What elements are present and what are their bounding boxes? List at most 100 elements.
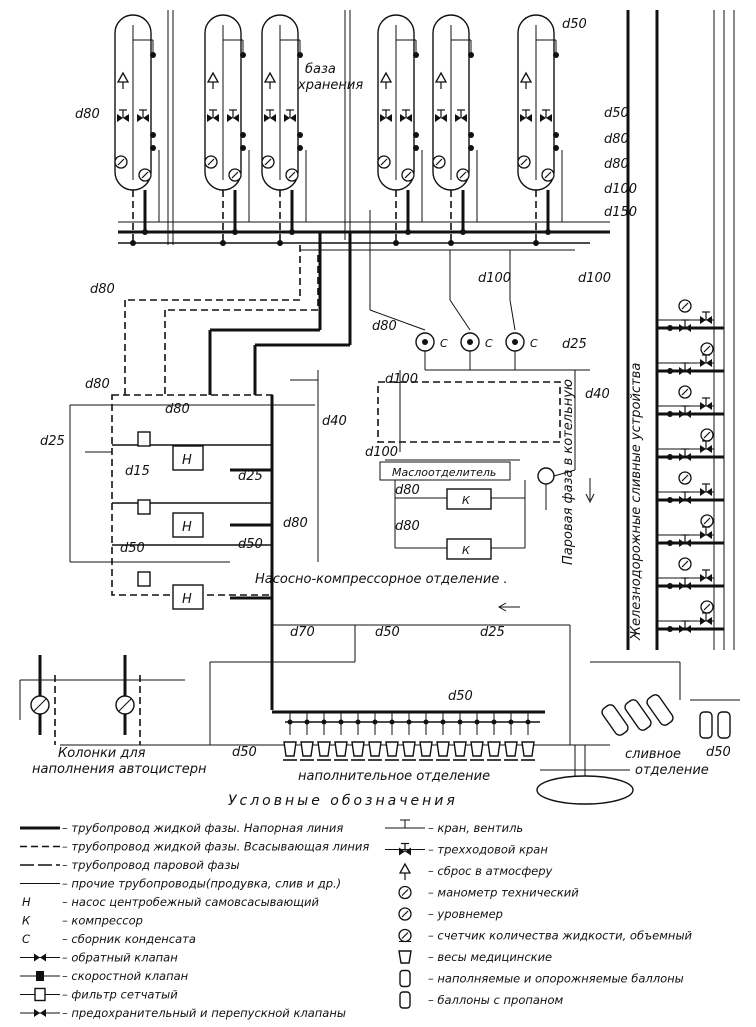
- gauge-icon: [678, 299, 692, 313]
- dia-d80-pump-left: d80: [85, 377, 110, 392]
- gauge-icon: [114, 155, 128, 169]
- dia-d40-right: d40: [585, 387, 610, 402]
- legend: Условные обозначения – трубопровод жидко…: [20, 793, 693, 1020]
- valve-icon: [678, 319, 692, 333]
- legend-item-text: – кран, вентиль: [428, 821, 523, 835]
- legend-item: – наполняемые и опорожняемые баллоны: [399, 969, 684, 988]
- valve-icon: [678, 491, 692, 505]
- compressor-label-1: К: [462, 494, 471, 507]
- storage-tank: [204, 14, 250, 246]
- legend-item: Н– насос центробежный самовсасывающий: [22, 895, 319, 909]
- compressor-block: Маслоотделитель К К: [377, 370, 595, 560]
- pump-label-1: Н: [182, 453, 192, 468]
- dia-d100-lower: d100: [578, 271, 611, 286]
- collector-label-3: С: [530, 337, 538, 350]
- flow-meter-icon: [398, 928, 412, 943]
- legend-item-text: – фильтр сетчатый: [62, 988, 178, 1002]
- valve-icon: [699, 569, 713, 583]
- dia-d25-left: d25: [40, 434, 65, 449]
- legend-item: – прочие трубопроводы(продувка, слив и д…: [20, 877, 341, 891]
- filling-post: [419, 712, 433, 761]
- unload-label-2: отделение: [635, 763, 709, 778]
- rail-unloading-device: [657, 514, 724, 548]
- legend-item-text: – трубопровод жидкой фазы. Всасывающая л…: [62, 840, 369, 854]
- three-way-valve-icon: [398, 842, 412, 857]
- dia-d50-fill: d50: [448, 689, 473, 704]
- oil-separator-label: Маслоотделитель: [392, 466, 496, 479]
- dia-d80-suction: d80: [90, 282, 115, 297]
- legend-item: – счетчик количества жидкости, объемный: [398, 928, 693, 943]
- storage-tank: [432, 14, 478, 246]
- filling-post: [453, 712, 467, 761]
- gauge-icon: [261, 155, 275, 169]
- dia-d40-mid: d40: [322, 414, 347, 429]
- legend-item-text: – баллоны с пропаном: [428, 993, 563, 1007]
- dia-d100-right: d100: [604, 182, 637, 197]
- gauge-icon: [398, 907, 412, 921]
- gauge-icon: [204, 155, 218, 169]
- filling-supply-lines: [60, 602, 681, 746]
- legend-item-text: – компрессор: [62, 914, 143, 928]
- gauge-icon: [678, 385, 692, 399]
- filling-post: [368, 712, 382, 761]
- filling-post: [334, 712, 348, 761]
- legend-item: – сброс в атмосферу: [399, 863, 553, 881]
- legend-item: – скоростной клапан: [20, 969, 189, 983]
- legend-item-text: – трубопровод жидкой фазы. Напорная лини…: [62, 821, 343, 835]
- collector-label-2: С: [485, 337, 493, 350]
- gauge-icon: [678, 557, 692, 571]
- level-gauge-icon: [228, 168, 242, 182]
- legend-item-text: – весы медицинские: [428, 950, 552, 964]
- legend-title: Условные обозначения: [228, 793, 458, 809]
- filling-scales: [283, 712, 535, 761]
- dia-d100-collectors: d100: [478, 271, 511, 286]
- pump-compressor-department: Н Н Н: [69, 370, 319, 710]
- dia-d100-sep: d100: [365, 445, 398, 460]
- rail-unloading-device: [657, 342, 724, 376]
- diameter-labels: d50 d80 d50 d80 d80 d100 d150 d100 d80 d…: [40, 17, 731, 760]
- dia-d50-unload: d50: [706, 745, 731, 760]
- legend-item: – предохранительный и перепускной клапан…: [20, 1006, 346, 1020]
- pump-label-3: Н: [182, 592, 192, 607]
- legend-item: – манометр технический: [398, 886, 579, 900]
- gauge-icon: [432, 155, 446, 169]
- rail-unloading-device: [657, 471, 724, 505]
- legend-item: – трубопровод жидкой фазы. Напорная лини…: [20, 821, 343, 835]
- level-gauge-icon: [285, 168, 299, 182]
- dia-d80-comp1: d80: [395, 483, 420, 498]
- valve-icon: [699, 440, 713, 454]
- dia-d50-pump: d50: [120, 541, 145, 556]
- legend-item: – баллоны с пропаном: [399, 991, 563, 1009]
- dia-d80-pump-mid: d80: [165, 402, 190, 417]
- legend-item: – уровнемер: [398, 907, 503, 921]
- valve-icon: [699, 311, 713, 325]
- dia-d50-columns: d50: [232, 745, 257, 760]
- truck-filling-columns: [19, 655, 185, 745]
- storage-tanks: [114, 10, 563, 246]
- legend-item: – трехходовой кран: [385, 843, 548, 857]
- compressor-label-2: К: [462, 544, 471, 557]
- dia-d25-feed: d25: [480, 625, 505, 640]
- legend-item: – кран, вентиль: [385, 819, 523, 835]
- legend-item: – обратный клапан: [20, 951, 178, 965]
- dia-d50-feed: d50: [375, 625, 400, 640]
- dia-d80-pump-right: d80: [283, 516, 308, 531]
- rail-label: Железнодорожные сливные устройства: [629, 363, 644, 641]
- rail-unloading-device: [657, 600, 724, 634]
- dia-d80-comp2: d80: [395, 519, 420, 534]
- level-gauge-icon: [401, 168, 415, 182]
- valve-icon: [699, 526, 713, 540]
- filling-post: [487, 712, 501, 761]
- legend-item-text: – обратный клапан: [62, 951, 178, 965]
- rail-unloading-device: [657, 299, 724, 333]
- filling-post: [521, 712, 535, 761]
- legend-item-text: – счетчик количества жидкости, объемный: [428, 929, 693, 943]
- check-valve-icon: [34, 953, 46, 962]
- dia-d70: d70: [290, 625, 315, 640]
- dia-d80-tanks: d80: [75, 107, 100, 122]
- dia-d50-right: d50: [604, 106, 629, 121]
- filling-post: [402, 712, 416, 761]
- level-gauge-icon: [138, 168, 152, 182]
- filling-post: [436, 712, 450, 761]
- pump-dept-label: Насосно-компрессорное отделение .: [255, 572, 508, 587]
